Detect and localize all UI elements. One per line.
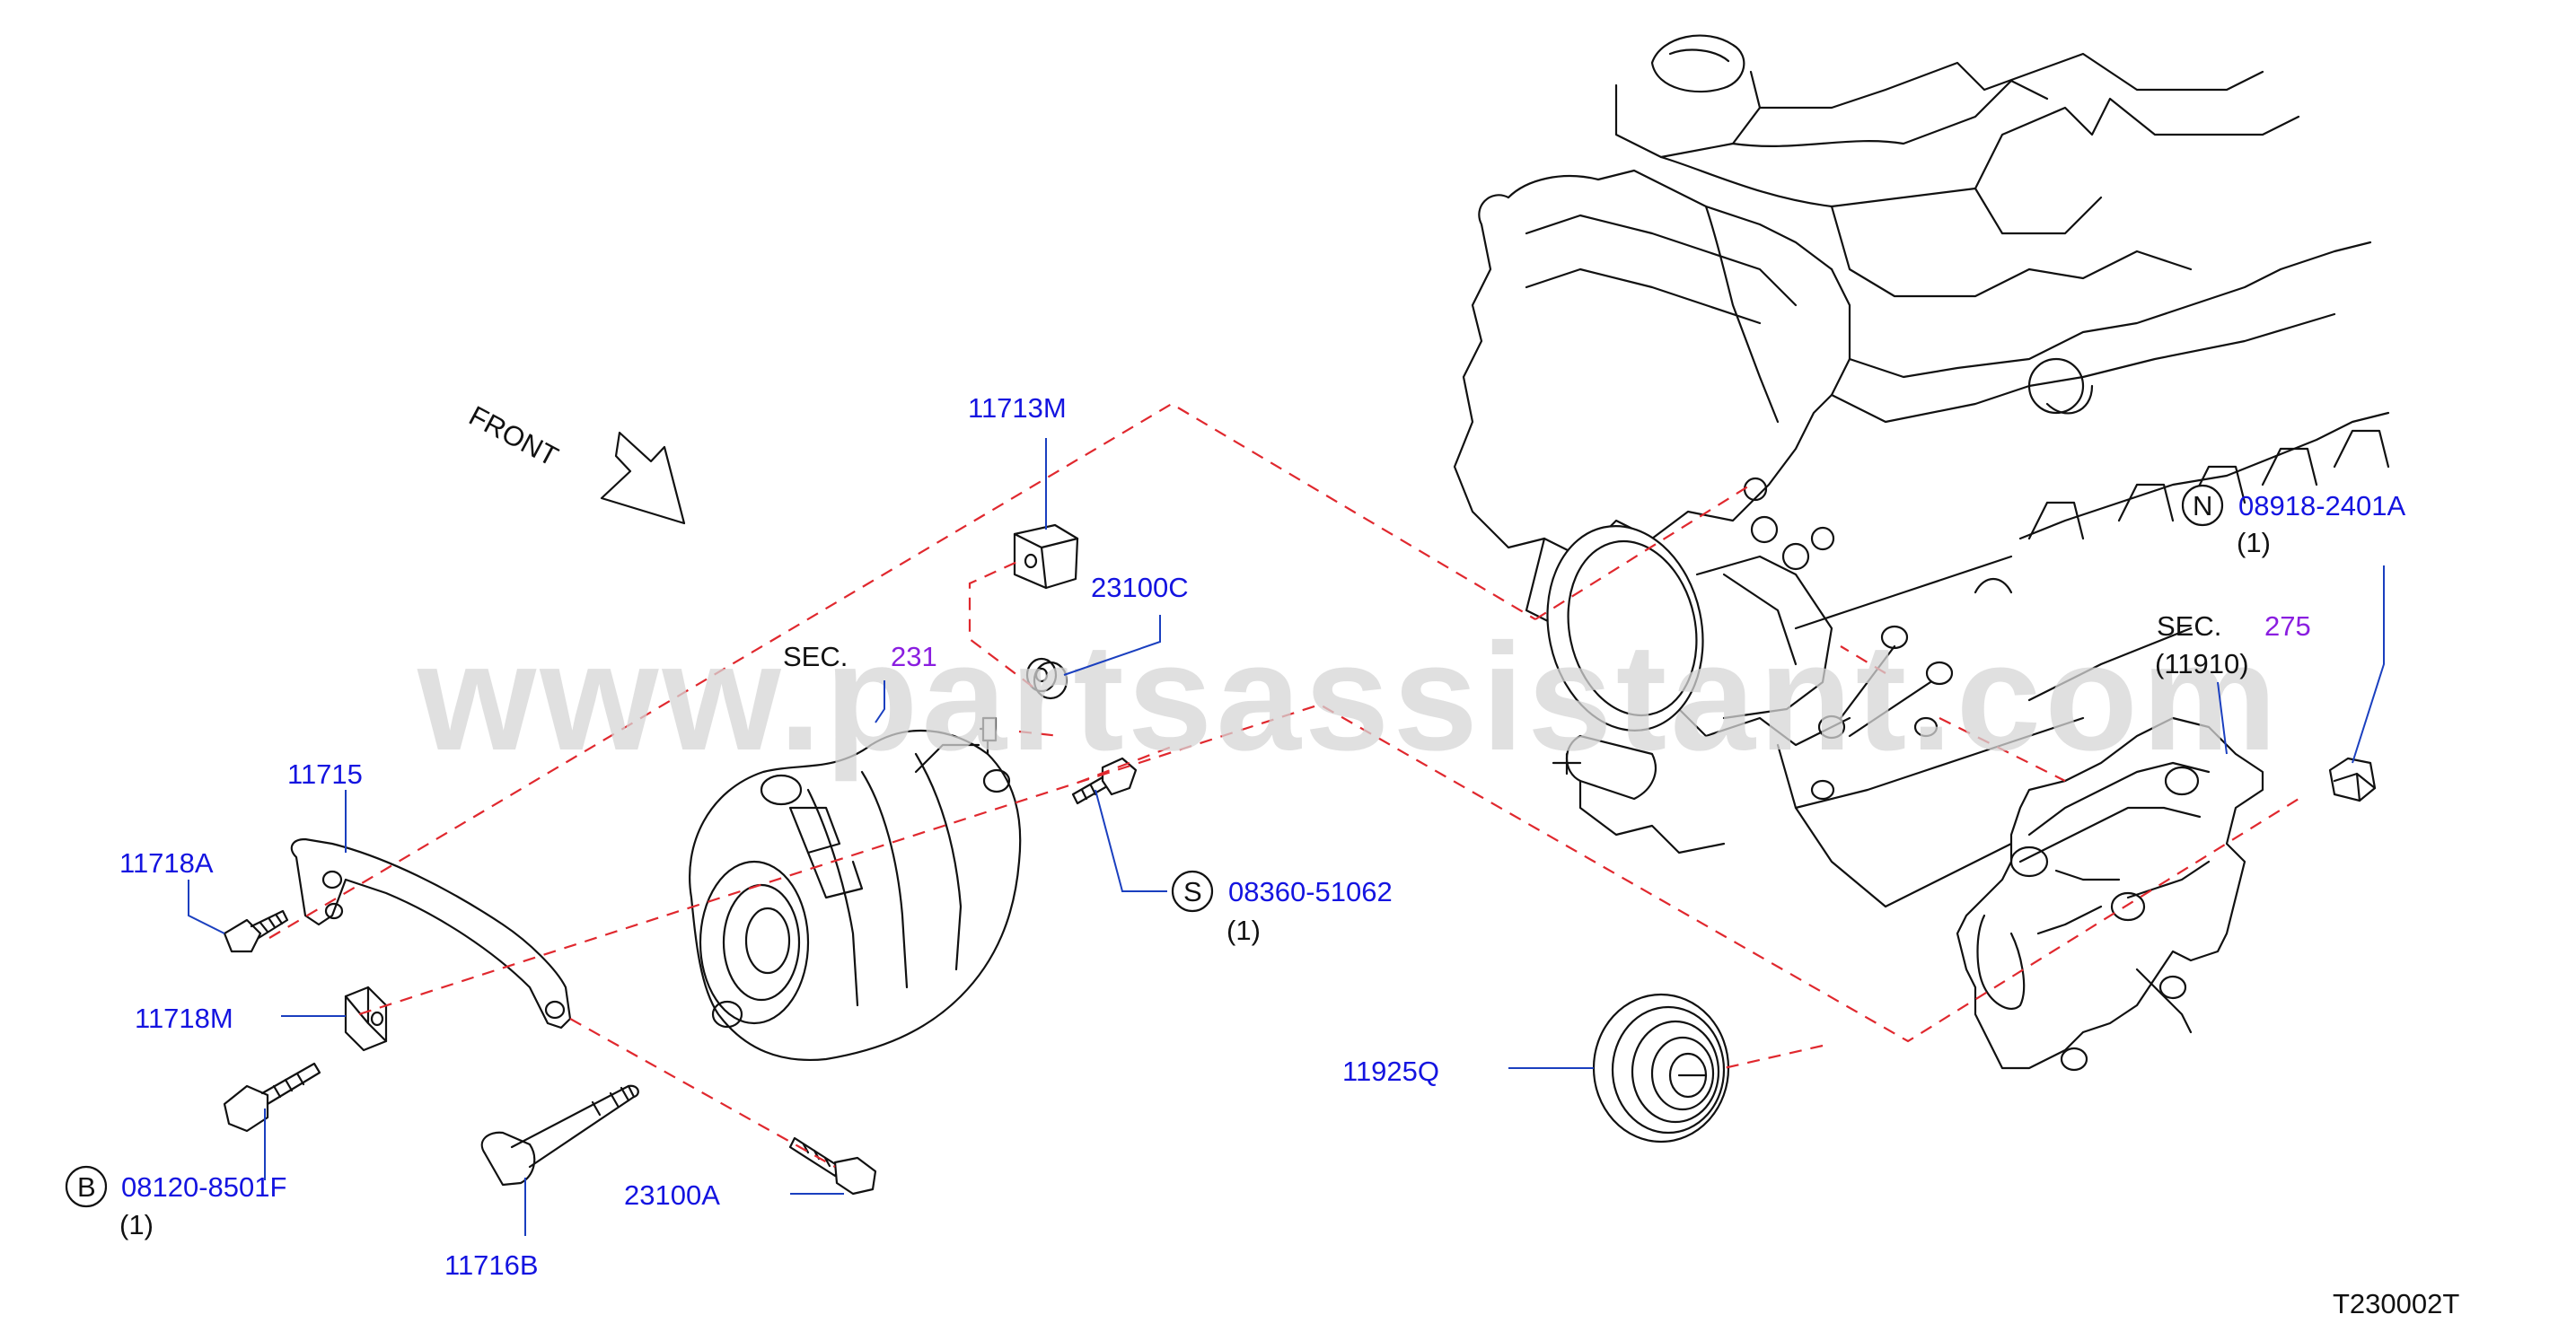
bolt-11718A: [223, 909, 289, 953]
section-prefix-231: SEC.: [783, 641, 848, 672]
symbol-b: B: [77, 1171, 96, 1203]
bolt-08120: [223, 1062, 321, 1133]
part-label-11718A[interactable]: 11718A: [119, 847, 214, 879]
front-arrow-icon: [600, 431, 686, 525]
section-link-231[interactable]: 231: [891, 641, 937, 672]
part-label-23100A[interactable]: 23100A: [624, 1179, 720, 1211]
part-label-11713M[interactable]: 11713M: [968, 392, 1067, 424]
symbol-circle-b: [65, 1165, 108, 1208]
nut-08918: [2328, 757, 2377, 802]
idler-pulley: [1592, 993, 1730, 1144]
adjusting-bar: [290, 837, 572, 1030]
spacer-23100C: [1025, 657, 1068, 700]
qty-08120: (1): [119, 1209, 154, 1240]
nut-11718M: [344, 986, 388, 1052]
qty-08360: (1): [1226, 915, 1261, 946]
symbol-circle-n: [2181, 484, 2224, 527]
leader-lines: [188, 438, 2385, 1236]
symbol-s: S: [1183, 876, 1202, 907]
section-prefix-275: SEC.: [2157, 610, 2221, 642]
front-label: FRONT: [464, 399, 564, 472]
part-label-23100C[interactable]: 23100C: [1091, 572, 1189, 603]
assembly-lines: [268, 402, 2299, 1168]
diagram-code: T230002T: [2333, 1288, 2459, 1319]
alternator: [689, 716, 1022, 1061]
engine-block: [1453, 34, 2390, 908]
part-label-11715[interactable]: 11715: [287, 758, 363, 790]
part-label-08120[interactable]: 08120-8501F: [121, 1171, 286, 1203]
part-label-11716B[interactable]: 11716B: [444, 1249, 539, 1281]
bracket-11713M: [1013, 523, 1079, 590]
bolt-23100A: [788, 1136, 877, 1196]
symbol-circle-s: [1171, 870, 1214, 913]
part-label-11925Q[interactable]: 11925Q: [1342, 1056, 1439, 1087]
part-label-08918[interactable]: 08918-2401A: [2238, 490, 2405, 521]
bolt-11716B: [480, 1084, 639, 1187]
part-label-08360[interactable]: 08360-51062: [1228, 876, 1393, 907]
compressor-bracket: [1956, 716, 2264, 1072]
watermark: www.partsassistant.com: [417, 612, 2281, 783]
part-label-11718M[interactable]: 11718M: [135, 1003, 233, 1034]
section-link-275[interactable]: 275: [2264, 610, 2311, 642]
section-sub-11910: (11910): [2155, 648, 2249, 679]
symbol-n: N: [2193, 490, 2212, 521]
qty-08918: (1): [2237, 527, 2271, 558]
